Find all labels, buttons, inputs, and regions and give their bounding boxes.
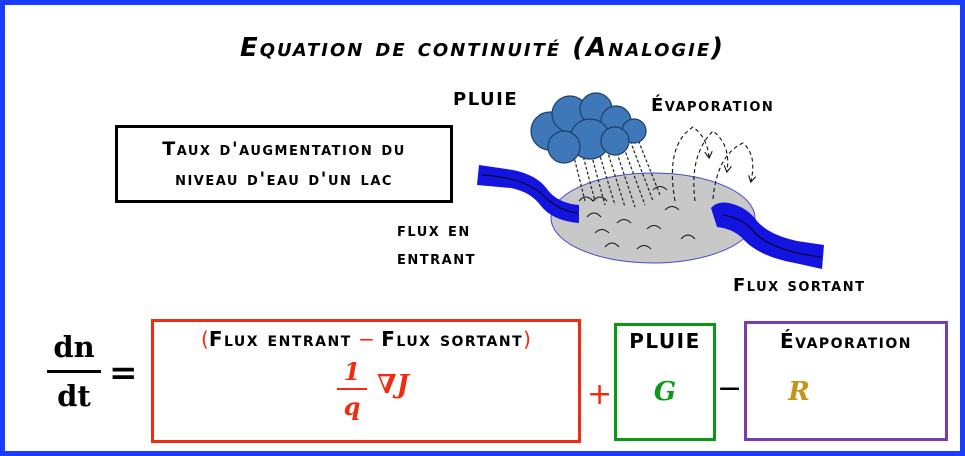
lake-box-line1: Taux d'augmentation du — [162, 138, 406, 160]
evaporation-label: Évaporation — [651, 95, 775, 116]
evaporation-term-box — [744, 321, 948, 441]
outflow-label: Flux sortant — [733, 275, 866, 296]
rain-term-box — [614, 323, 716, 441]
evaporation-symbol-r: R — [788, 377, 810, 407]
fraction-bar — [47, 370, 101, 373]
lake-wave-marks — [578, 186, 696, 250]
equals-sign: = — [109, 353, 138, 393]
lake-box-line2: niveau d'eau d'un lac — [175, 168, 393, 190]
flux-term-box — [151, 319, 581, 443]
minus-sign: − — [717, 371, 743, 406]
q-denominator: q — [343, 392, 361, 421]
flux-difference-line: (Flux entrant − Flux sortant) — [151, 327, 581, 351]
dt-denominator: dt — [57, 379, 91, 413]
lake-level-box: Taux d'augmentation du niveau d'eau d'un… — [115, 125, 453, 203]
dn-numerator: dn — [53, 330, 95, 364]
inflow-river-icon — [477, 165, 579, 223]
evaporation-term-header: Évaporation — [780, 329, 912, 353]
rain-term-header: PLUIE — [629, 329, 701, 353]
flux-minus: − — [358, 327, 375, 351]
flux-close-paren: ) — [523, 327, 531, 351]
flux-in-text: Flux entrant — [208, 327, 352, 351]
one-numerator: 1 — [343, 357, 361, 386]
rain-symbol-g: G — [653, 377, 677, 407]
one-over-q-fraction: 1 q — [337, 357, 367, 421]
q-fraction-bar — [337, 388, 367, 390]
evaporation-arrows-icon — [671, 126, 752, 202]
inflow-label: flux en entrant — [397, 217, 476, 273]
flux-open-paren: ( — [201, 327, 209, 351]
inflow-label-line1: flux en — [397, 220, 471, 241]
dn-dt-fraction: dn dt — [45, 330, 103, 413]
diagram-title: Equation de continuité (Analogie) — [239, 33, 726, 63]
inflow-label-line2: entrant — [397, 248, 476, 269]
nabla-j-term: ∇J — [377, 370, 409, 400]
plus-sign: + — [587, 377, 613, 412]
flux-out-text: Flux sortant — [381, 327, 524, 351]
rain-label: PLUIE — [453, 89, 519, 110]
lake-illustration — [477, 92, 824, 269]
cloud-icon — [530, 92, 647, 164]
